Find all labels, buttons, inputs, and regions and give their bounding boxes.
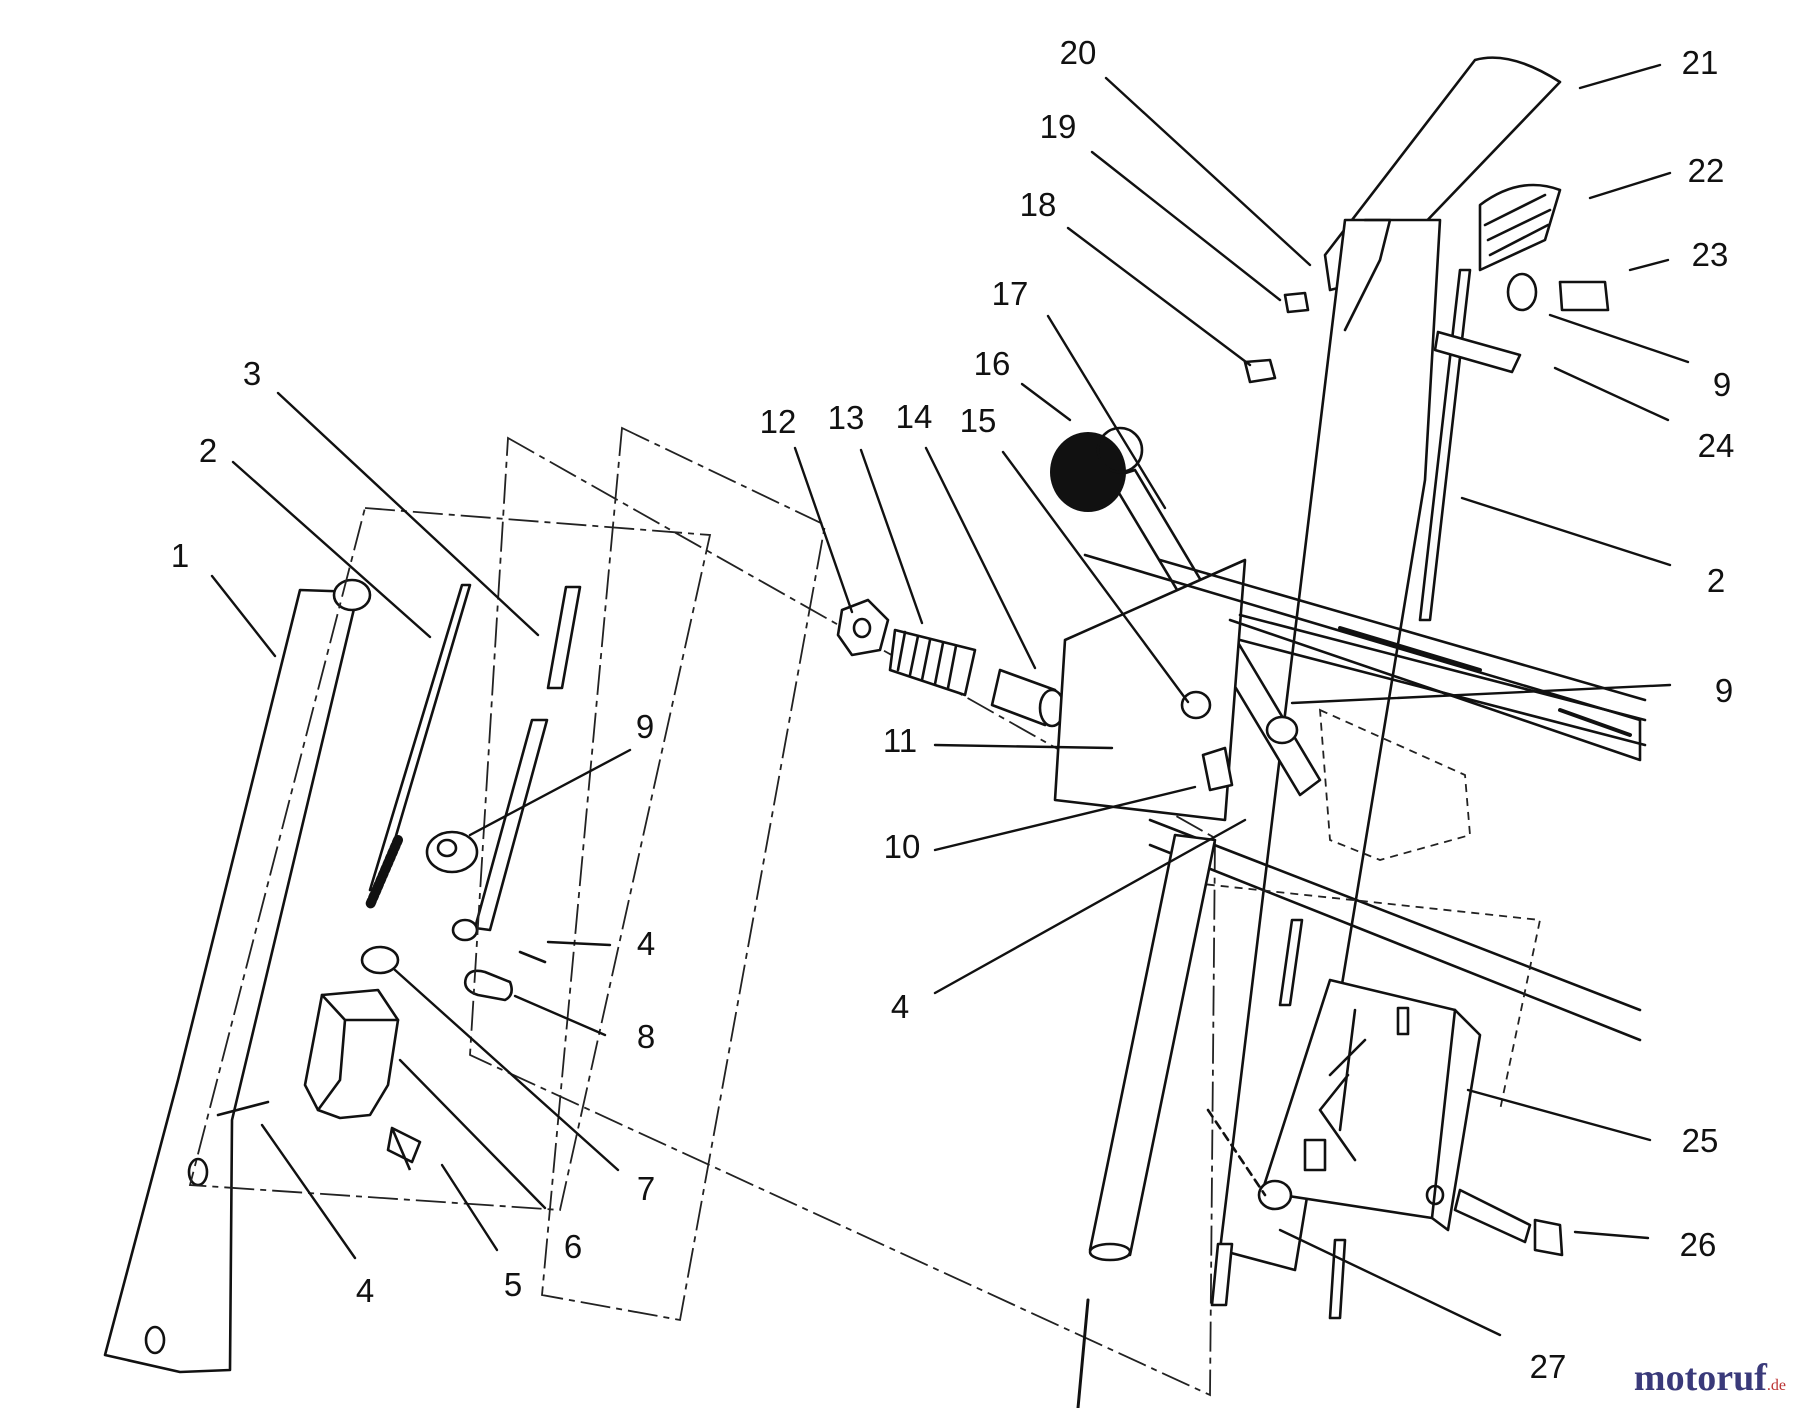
callout-23: 23	[1692, 236, 1729, 273]
callout-27: 27	[1530, 1348, 1567, 1385]
callout-3: 3	[243, 355, 261, 392]
part-nut-12	[836, 598, 890, 657]
part-clip-8	[463, 969, 513, 1002]
part-shift-plate-25	[1260, 978, 1482, 1232]
part-spring-22	[1478, 183, 1562, 272]
part-tube-1	[103, 578, 372, 1374]
part-deck-rails	[1148, 558, 1647, 1042]
part-bolt-5	[386, 1126, 422, 1171]
part-pin-3	[451, 585, 582, 942]
callout-1: 1	[171, 537, 189, 574]
callout-9-right: 9	[1715, 672, 1733, 709]
callout-6: 6	[564, 1228, 582, 1265]
part-bracket-6	[303, 988, 400, 1120]
leader-lines	[210, 63, 1690, 1337]
part-washer-9-right	[1265, 715, 1299, 745]
callout-4-center: 4	[891, 988, 909, 1025]
callout-2-right: 2	[1707, 562, 1725, 599]
part-nut-18	[1243, 358, 1277, 384]
part-nut-27	[1257, 1179, 1293, 1211]
part-upright-frame	[1218, 218, 1442, 1272]
part-knob-15	[1180, 690, 1212, 720]
watermark-main: motoruf	[1633, 1357, 1767, 1399]
callout-18: 18	[1020, 186, 1057, 223]
part-pin-24	[1433, 330, 1522, 374]
callout-labels: 20 19 18 17 16 12 13 14 15 3 2 1 9 11 10…	[171, 34, 1735, 1385]
callout-19: 19	[1040, 108, 1077, 145]
callout-22: 22	[1688, 152, 1725, 189]
part-nut-19	[1283, 291, 1310, 314]
callout-16: 16	[974, 345, 1011, 382]
callout-15: 15	[960, 402, 997, 439]
callout-9-left: 9	[636, 708, 654, 745]
callout-8: 8	[637, 1018, 655, 1055]
part-bolt-23	[1506, 272, 1610, 312]
callout-25: 25	[1682, 1122, 1719, 1159]
stem-line-bottom	[1076, 1298, 1090, 1408]
callout-14: 14	[896, 398, 933, 435]
watermark-tld: .de	[1766, 1377, 1786, 1394]
part-pin-27	[1210, 1242, 1234, 1307]
callout-9-top-right: 9	[1713, 366, 1731, 403]
callout-26: 26	[1680, 1226, 1717, 1263]
callout-4-bottom: 4	[356, 1272, 374, 1309]
callout-4-left-upper: 4	[637, 925, 655, 962]
callout-17: 17	[992, 275, 1029, 312]
dashed-guide-27	[1206, 1108, 1267, 1197]
part-cotter-4-left	[518, 950, 547, 964]
part-washer-9-left	[425, 830, 479, 874]
callout-12: 12	[760, 403, 797, 440]
dashed-link-outline	[1318, 708, 1471, 861]
callout-21: 21	[1682, 44, 1719, 81]
callout-2: 2	[199, 432, 217, 469]
part-lower-tube	[1088, 833, 1304, 1262]
part-pin-10	[1201, 746, 1234, 792]
part-rod-lower	[1328, 1238, 1347, 1320]
dashed-guide-outline	[1164, 879, 1542, 1111]
part-sleeve-14	[990, 668, 1066, 728]
part-spring-13	[888, 628, 977, 697]
part-bolt-26	[1425, 1184, 1564, 1257]
callout-20: 20	[1060, 34, 1097, 71]
callout-13: 13	[828, 399, 865, 436]
assembly-outline-dashed	[188, 426, 1216, 1397]
watermark-logo: motoruf.de	[1634, 1356, 1786, 1400]
callout-7: 7	[637, 1170, 655, 1207]
callout-5: 5	[504, 1266, 522, 1303]
callout-11: 11	[883, 722, 917, 759]
callout-24: 24	[1698, 427, 1735, 464]
part-rod-2	[360, 583, 472, 975]
callout-10: 10	[884, 828, 921, 865]
part-pin-4-left	[216, 1100, 270, 1117]
